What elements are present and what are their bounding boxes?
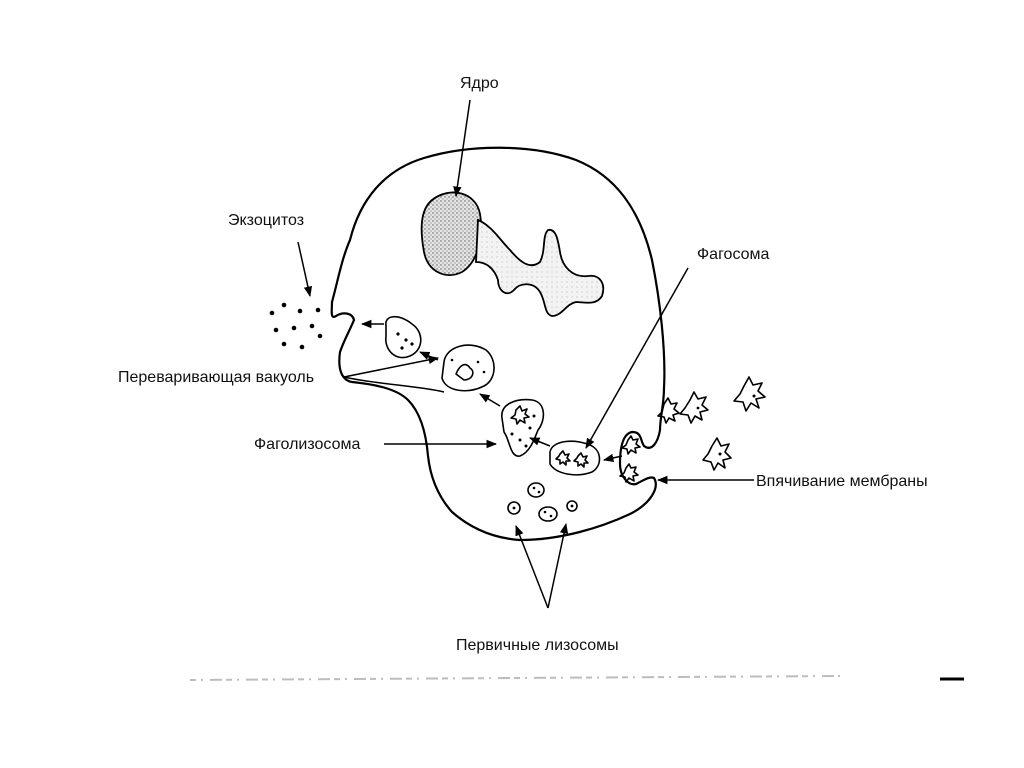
exocytosis-particles — [269, 302, 323, 350]
nucleus-tail — [475, 218, 605, 317]
scan-noise — [189, 675, 964, 681]
engulfed-particles — [619, 435, 641, 483]
nucleus-head — [420, 191, 483, 276]
label-pointers — [297, 99, 754, 609]
label-membrane-invagination: Впячивание мембраны — [756, 473, 928, 490]
phagolysosome — [501, 398, 545, 457]
secretory-vesicle — [385, 315, 422, 359]
label-exocytosis: Экзоцитоз — [228, 212, 304, 229]
label-nucleus: Ядро — [460, 75, 499, 92]
primary-lysosomes — [507, 482, 578, 522]
phagosome — [549, 440, 601, 476]
label-digestive-vacuole: Переваривающая вакуоль — [118, 369, 314, 386]
exocytosis-pocket — [330, 300, 338, 318]
external-microbes — [657, 376, 766, 471]
label-primary-lysosomes: Первичные лизосомы — [456, 637, 619, 654]
cell-membrane — [330, 146, 666, 542]
label-phagosome: Фагосома — [697, 246, 770, 263]
internal-arrows — [360, 319, 623, 463]
digestive-vacuole — [441, 344, 495, 392]
label-phagolysosome: Фаголизосома — [254, 436, 361, 453]
